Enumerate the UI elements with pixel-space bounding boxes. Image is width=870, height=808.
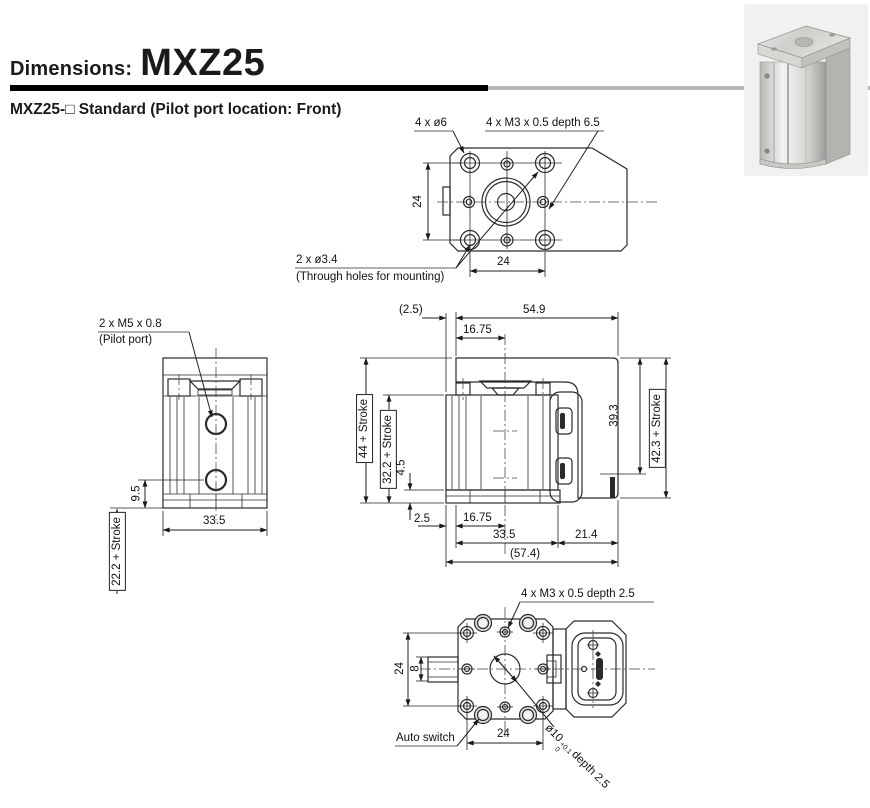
dim-bracket-height: 39.3	[608, 404, 621, 427]
dim-side-width: 33.5	[203, 515, 226, 527]
dim-width-top: 54.9	[523, 304, 546, 316]
dim-side-height-stroke: 22.2 + Stroke	[108, 512, 126, 591]
dim-port-top: 16.75	[463, 324, 492, 336]
variant-subtitle: MXZ25-□ Standard (Pilot port location: F…	[10, 101, 342, 118]
page-header: Dimensions: MXZ25	[10, 42, 265, 85]
dim-plate: 4.5	[395, 459, 408, 476]
dim-offset-top: (2.5)	[399, 304, 423, 316]
through-holes-note: (Through holes for mounting)	[296, 271, 445, 283]
dim-height-body: 32.2 + Stroke	[379, 410, 397, 489]
view-front	[360, 312, 671, 567]
tapped-holes-label: 4 x M3 x 0.5 depth 6.5	[486, 117, 600, 129]
header-rule-gray	[488, 86, 870, 90]
dim-tab-width: 8	[409, 665, 422, 672]
header-rule-black	[10, 85, 488, 91]
pilot-port-label: 2 x M5 x 0.8	[99, 318, 162, 330]
dim-bottom-pitch-v: 24	[393, 662, 406, 675]
dim-top-pitch-h: 24	[497, 256, 510, 268]
view-side	[98, 331, 268, 594]
through-holes-label: 2 x ø3.4	[296, 254, 338, 266]
counterbore-label: 4 x ø6	[415, 117, 447, 129]
product-photo	[744, 4, 868, 176]
dim-width-bracket: 21.4	[575, 529, 598, 541]
dim-port-bottom: 16.75	[463, 512, 492, 524]
auto-switch-label: Auto switch	[396, 732, 455, 744]
view-top	[295, 130, 658, 277]
dim-bottom-pitch-h: 24	[497, 728, 510, 740]
tapped-holes-bottom-label: 4 x M3 x 0.5 depth 2.5	[521, 588, 635, 600]
dim-bracket-height-stroke: 42.3 + Stroke	[648, 389, 666, 468]
dim-width-body: 33.5	[493, 529, 516, 541]
view-bottom	[395, 601, 655, 750]
dim-top-pitch-v: 24	[411, 195, 424, 208]
pilot-port-note: (Pilot port)	[99, 334, 153, 346]
dim-offset-bottom: 2.5	[414, 513, 430, 525]
cylinder-body-illustration	[756, 25, 852, 169]
dim-width-total: (57.4)	[510, 548, 541, 560]
dim-port-offset: 9.5	[130, 485, 143, 502]
page-title: Dimensions:	[10, 58, 133, 80]
page-title-model: MXZ25	[140, 42, 266, 84]
dim-height-total: 44 + Stroke	[356, 393, 374, 464]
